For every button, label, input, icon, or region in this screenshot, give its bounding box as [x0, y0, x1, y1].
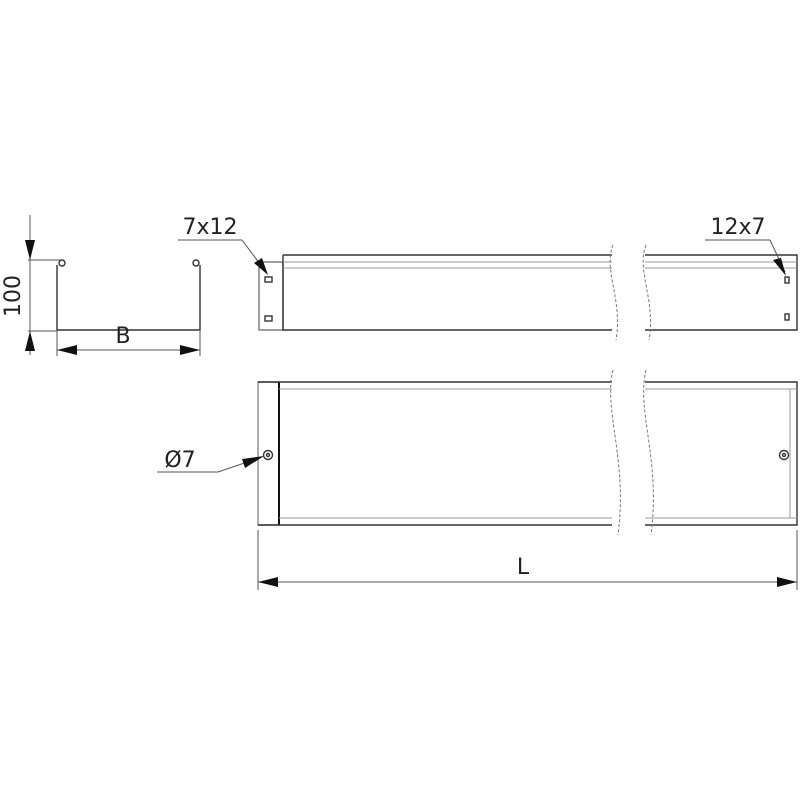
- hole: [262, 449, 274, 461]
- side-view: 7x12 12x7: [178, 215, 798, 341]
- slot: [264, 315, 273, 322]
- bottom-view: Ø7 L: [157, 369, 798, 590]
- slot-left-label: 7x12: [182, 215, 237, 240]
- slot: [264, 276, 273, 283]
- length-dimension-label: L: [517, 555, 530, 580]
- width-dimension-label: B: [115, 324, 130, 349]
- height-dimension-label: 100: [1, 275, 26, 317]
- hole: [778, 449, 790, 461]
- hole-diameter-label: Ø7: [164, 448, 195, 473]
- slot: [784, 313, 790, 321]
- cross-section-view: 100 B: [1, 215, 201, 356]
- slot-right-label: 12x7: [710, 215, 765, 240]
- slot: [784, 276, 790, 284]
